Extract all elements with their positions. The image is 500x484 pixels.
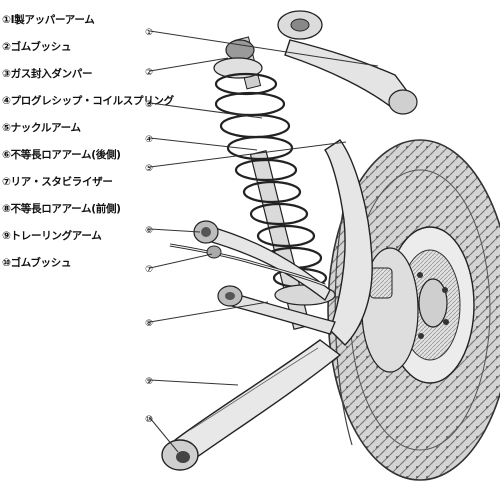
lower-arm-front	[217, 285, 336, 335]
legend-item-rubber-bushing: ②ゴムブッシュ	[2, 41, 72, 53]
legend-item-gas-damper: ③ガス封入ダンパー	[2, 68, 93, 80]
lower-arm-rear	[193, 220, 331, 301]
upper-arm	[277, 10, 418, 115]
legend-item-lower-arm-front: ⑧不等長ロアアーム(前側)	[2, 203, 121, 215]
trailing-arm	[174, 339, 342, 463]
legend-item-lower-arm-rear: ⑥不等長ロアアーム(後側)	[2, 149, 121, 161]
rubber-bushing-bottom	[161, 439, 199, 471]
callouts: ① ② ③ ④ ⑤ ⑥ ⑦ ⑧ ⑨ ⑩	[145, 28, 153, 425]
callout-8: ⑧	[145, 319, 153, 329]
legend-item-upper-arm: ①I製アッパーアーム	[2, 14, 95, 26]
legend-item-stabilizer: ⑦リア・スタビライザー	[2, 176, 113, 188]
callout-4: ④	[145, 135, 153, 145]
callout-2: ②	[145, 68, 153, 78]
legend-item-knuckle-arm: ⑤ナックルアーム	[2, 122, 81, 134]
callout-5: ⑤	[145, 164, 153, 174]
legend-item-trailing-arm: ⑨トレーリングアーム	[2, 230, 102, 242]
callout-3: ③	[145, 100, 153, 110]
callout-9: ⑨	[145, 377, 153, 387]
callout-1: ①	[145, 28, 153, 38]
leader-lines	[149, 30, 379, 453]
knuckle	[324, 139, 373, 346]
legend-item-rubber-bushing-2: ⑩ゴムブッシュ	[2, 257, 72, 269]
callout-6: ⑥	[145, 226, 153, 236]
callout-7: ⑦	[145, 265, 153, 275]
rear-stabilizer	[169, 243, 326, 287]
legend-item-coil-spring: ④プログレシップ・コイルスプリング	[2, 95, 174, 107]
callout-10: ⑩	[145, 415, 153, 425]
